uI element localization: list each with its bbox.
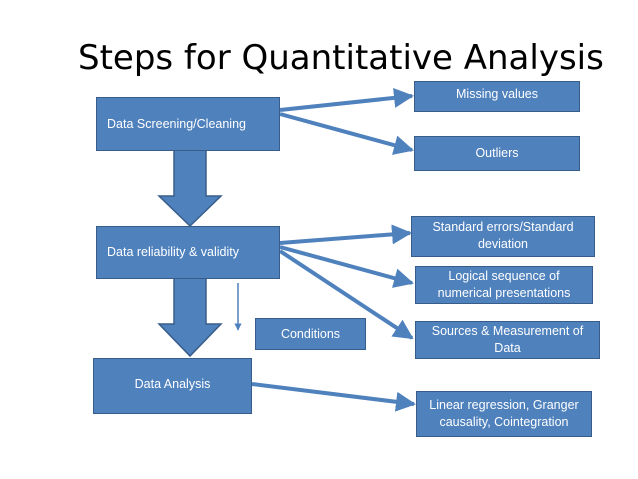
conditions-label: Conditions xyxy=(280,326,341,341)
slide-title: Steps for Quantitative Analysis xyxy=(78,38,604,78)
output-box-standard-errors: Standard errors/Standard deviation xyxy=(411,216,595,257)
output-box-outliers: Outliers xyxy=(414,136,580,171)
down-block-arrow-2 xyxy=(157,276,223,358)
arrow-to-sources xyxy=(278,249,414,340)
output-label-linear-regression: Linear regression, Granger causality, Co… xyxy=(429,398,579,429)
step-label-analysis: Data Analysis xyxy=(134,377,211,391)
output-label-standard-errors: Standard errors/Standard deviation xyxy=(432,220,574,251)
step-label-reliability: Data reliability & validity xyxy=(107,245,239,259)
output-label-missing-values: Missing values xyxy=(456,87,538,101)
arrow-to-logical-sequence xyxy=(279,245,414,288)
step-label-screening: Data Screening/Cleaning xyxy=(107,116,246,131)
output-label-sources: Sources & Measurement of Data xyxy=(431,324,584,355)
output-box-missing-values: Missing values xyxy=(414,81,580,112)
output-box-logical-sequence: Logical sequence of numerical presentati… xyxy=(415,266,593,304)
output-box-sources: Sources & Measurement of Data xyxy=(415,321,600,359)
output-label-logical-sequence: Logical sequence of numerical presentati… xyxy=(437,269,571,300)
arrow-to-outliers xyxy=(279,112,414,155)
arrow-to-missing-values xyxy=(279,87,414,112)
output-box-linear-regression: Linear regression, Granger causality, Co… xyxy=(416,391,592,437)
step-box-screening: Data Screening/Cleaning xyxy=(96,97,280,151)
arrow-to-standard-errors xyxy=(279,224,412,245)
down-block-arrow-1 xyxy=(157,143,223,228)
step-box-reliability: Data reliability & validity xyxy=(96,226,280,279)
output-label-outliers: Outliers xyxy=(475,146,519,160)
conditions-box: Conditions xyxy=(255,318,366,350)
arrow-to-linear-regression xyxy=(251,382,416,412)
step-box-analysis: Data Analysis xyxy=(93,358,252,414)
